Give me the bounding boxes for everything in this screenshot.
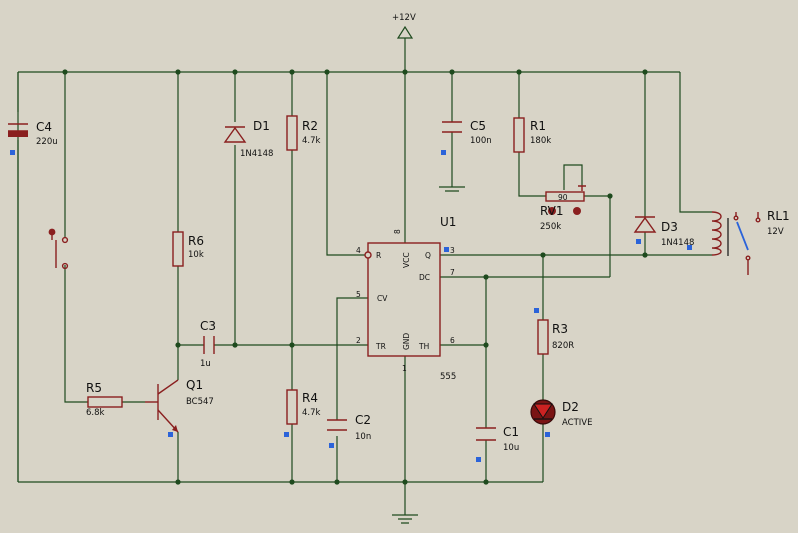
pin-name-dc: DC: [419, 273, 430, 282]
pin-name-r: R: [376, 251, 381, 260]
rl1-ref: RL1: [767, 209, 790, 223]
pin-num-2: 2: [356, 336, 361, 345]
resistor-r4[interactable]: R4 4.7k: [286, 389, 321, 425]
rv1-ref: RV1: [540, 204, 564, 218]
c1-ref: C1: [503, 425, 519, 439]
vcc-label: +12V: [392, 13, 416, 23]
wires: [17, 38, 712, 516]
c2-value: 10n: [355, 432, 371, 442]
q1-ref: Q1: [186, 378, 203, 392]
pin-num-7: 7: [450, 268, 455, 277]
r6-value: 10k: [188, 250, 204, 260]
pin-name-q: Q: [425, 251, 431, 260]
d2-ref: D2: [562, 400, 579, 414]
d1-ref: D1: [253, 119, 270, 133]
resistor-r2[interactable]: R2 4.7k: [286, 115, 321, 151]
c3-value: 1u: [200, 359, 211, 369]
potentiometer-rv1[interactable]: 90 RV1 250k: [540, 185, 586, 232]
capacitor-c4[interactable]: C4 220u: [8, 120, 58, 147]
pin-name-tr: TR: [375, 342, 386, 351]
c4-ref: C4: [36, 120, 52, 134]
r6-ref: R6: [188, 234, 204, 248]
d2-value: ACTIVE: [562, 418, 593, 428]
led-d2[interactable]: D2 ACTIVE: [530, 399, 593, 428]
push-button-switch[interactable]: [48, 228, 69, 270]
rv1-increment-handle[interactable]: [573, 207, 581, 215]
rv1-value: 250k: [540, 222, 561, 232]
c1-value: 10u: [503, 443, 519, 453]
pin-num-8: 8: [393, 229, 402, 234]
pin-num-6: 6: [450, 336, 455, 345]
r1-ref: R1: [530, 119, 546, 133]
ic-555-u1[interactable]: U1 555 R CV TR Q DC TH VCC GND 4 5 2 3 7…: [356, 215, 456, 382]
r5-ref: R5: [86, 381, 102, 395]
pin-name-cv: CV: [377, 294, 388, 303]
ground-symbol-c5: [439, 186, 465, 192]
q1-value: BC547: [186, 397, 214, 407]
resistor-r5[interactable]: R5 6.8k: [86, 381, 123, 418]
junction-dots: [62, 69, 648, 485]
c3-ref: C3: [200, 319, 216, 333]
diode-d1[interactable]: D1 1N4148: [223, 119, 273, 159]
capacitor-c2[interactable]: C2 10n: [327, 413, 371, 442]
r2-ref: R2: [302, 119, 318, 133]
r4-value: 4.7k: [302, 408, 321, 418]
d3-value: 1N4148: [661, 238, 694, 248]
diode-d3[interactable]: D3 1N4148: [633, 216, 694, 248]
c4-value: 220u: [36, 137, 58, 147]
pin-num-5: 5: [356, 290, 361, 299]
pin-num-4: 4: [356, 246, 361, 255]
pin-num-1: 1: [402, 364, 407, 373]
r3-ref: R3: [552, 322, 568, 336]
c2-ref: C2: [355, 413, 371, 427]
reset-inversion-bubble: [364, 251, 372, 259]
u1-value: 555: [440, 372, 456, 382]
transistor-q1[interactable]: Q1 BC547: [145, 378, 214, 433]
pin-name-th: TH: [418, 342, 429, 351]
ground-symbol-ic: [398, 518, 412, 524]
r2-value: 4.7k: [302, 136, 321, 146]
d3-ref: D3: [661, 220, 678, 234]
resistor-r1[interactable]: R1 180k: [513, 117, 551, 153]
r3-value: 820R: [552, 341, 574, 351]
capacitor-c3[interactable]: C3 1u: [200, 319, 216, 369]
pin-name-vcc: VCC: [402, 252, 411, 268]
component-markers: [10, 150, 692, 462]
d1-value: 1N4148: [240, 149, 273, 159]
r5-value: 6.8k: [86, 408, 105, 418]
capacitor-c1[interactable]: C1 10u: [476, 425, 519, 453]
r1-value: 180k: [530, 136, 551, 146]
rl1-value: 12V: [767, 227, 784, 237]
resistor-r6[interactable]: R6 10k: [172, 231, 204, 267]
pin-num-3: 3: [450, 246, 455, 255]
pin-name-gnd: GND: [402, 333, 411, 350]
rv1-decrement-handle[interactable]: [548, 207, 556, 215]
c5-ref: C5: [470, 119, 486, 133]
capacitor-c5[interactable]: C5 100n: [442, 119, 492, 146]
rv1-knob-value: 90: [558, 193, 568, 202]
u1-ref: U1: [440, 215, 456, 229]
resistor-r3[interactable]: R3 820R: [537, 319, 574, 355]
vcc-terminal: +12V: [392, 13, 416, 39]
c5-value: 100n: [470, 136, 492, 146]
r4-ref: R4: [302, 391, 318, 405]
relay-rl1[interactable]: RL1 12V: [711, 209, 790, 275]
